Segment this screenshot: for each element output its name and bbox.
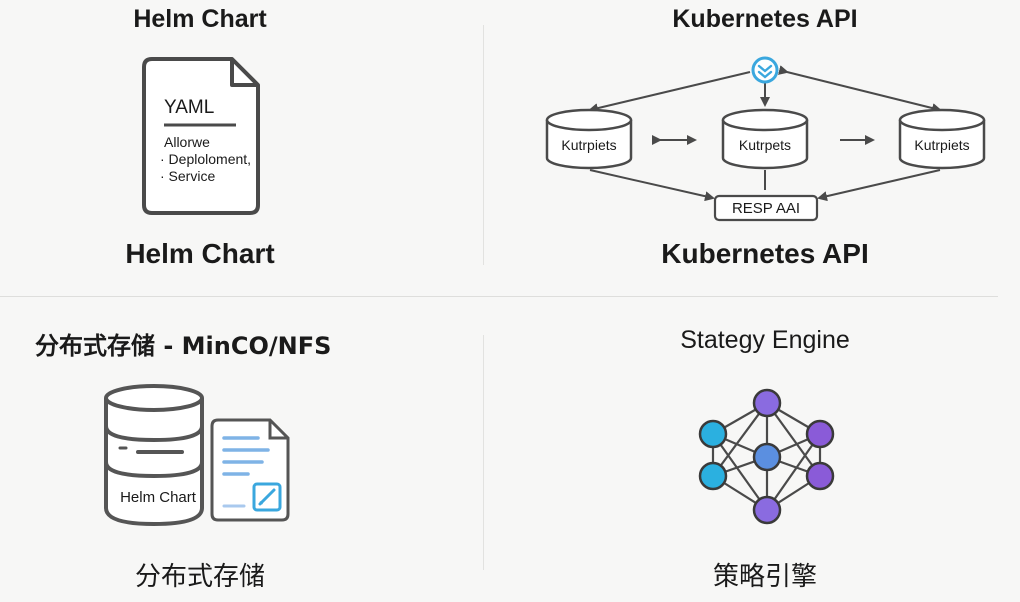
- distributed-storage-panel: 分布式存储 - MinCO/NFS Helm Chart 分布式: [0, 298, 480, 602]
- storage-title-top: 分布式存储 - MinCO/NFS: [35, 332, 332, 360]
- nn-node-hidden-1: [752, 388, 782, 418]
- db-label: Helm Chart: [120, 489, 197, 506]
- sync-icon: [751, 56, 779, 84]
- cluster-node-center: Kutrpets: [721, 108, 809, 170]
- k8s-title-top: Kubernetes API: [672, 5, 858, 33]
- helm-title-bottom: Helm Chart: [125, 238, 275, 269]
- nn-node-output-2: [805, 461, 835, 491]
- nn-node-hidden-3: [752, 495, 782, 525]
- arrow-hub-to-left: [588, 71, 751, 114]
- storage-illustration: Helm Chart: [104, 384, 290, 527]
- vertical-divider-top: [483, 25, 484, 265]
- nn-node-input-2: [698, 461, 728, 491]
- database-icon: Helm Chart: [104, 384, 204, 527]
- nn-node-output-1: [805, 419, 835, 449]
- strategy-title-top: Stategy Engine: [680, 326, 850, 354]
- resp-box: RESP AAI: [713, 194, 819, 222]
- cluster-node-right: Kutrpiets: [898, 108, 986, 170]
- node-label-center: Kutrpets: [739, 137, 791, 153]
- arrow-left-to-resp: [589, 169, 715, 202]
- neural-network-icon: [698, 388, 835, 525]
- doc-line-1: Allorwe: [164, 134, 210, 150]
- node-label-left: Kutrpiets: [561, 137, 616, 153]
- k8s-title-bottom: Kubernetes API: [661, 238, 869, 269]
- arrow-hub-to-right: [778, 65, 942, 113]
- resp-label: RESP AAI: [732, 200, 800, 217]
- edit-icon: [252, 482, 282, 512]
- vertical-divider-bottom: [483, 335, 484, 570]
- helm-chart-panel: Helm Chart YAML Allorwe · Deploloment, ·…: [0, 0, 480, 295]
- nn-node-hidden-2: [752, 442, 782, 472]
- doc-line-3: · Service: [160, 168, 215, 184]
- nn-node-input-1: [698, 419, 728, 449]
- kubernetes-diagram: Kutrpiets Kutrpets Kutrpiets RESP AAI: [545, 56, 986, 222]
- storage-title-bottom: 分布式存储: [134, 562, 265, 592]
- cluster-node-left: Kutrpiets: [545, 108, 633, 170]
- node-label-right: Kutrpiets: [914, 137, 969, 153]
- kubernetes-api-panel: Kubernetes API Kutrpiets: [485, 0, 1020, 295]
- doc-heading: YAML: [164, 97, 214, 118]
- strategy-engine-panel: Stategy Engine 策略引擎: [485, 298, 1020, 602]
- helm-title-top: Helm Chart: [133, 5, 267, 33]
- doc-line-2: · Deploloment,: [160, 151, 251, 167]
- yaml-document-icon: YAML Allorwe · Deploloment, · Service: [142, 57, 260, 215]
- arrow-right-to-resp: [817, 169, 941, 202]
- horizontal-divider: [0, 296, 998, 297]
- strategy-title-bottom: 策略引擎: [712, 562, 817, 592]
